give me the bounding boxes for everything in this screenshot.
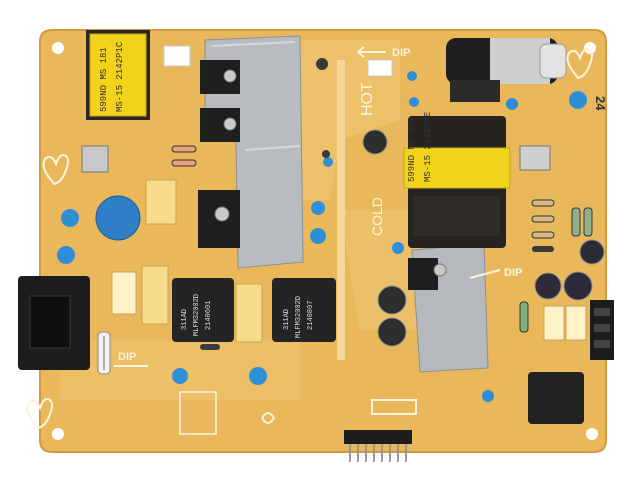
inductor-right: 311AD MLFM32002D 2140807 [272,278,336,342]
electrolytic-capacitors [316,58,605,347]
x-capacitor [145,179,177,225]
inductor-right-label-2: MLFM32002D [295,296,303,338]
x-capacitor [543,305,565,341]
board-number: 24 [593,96,608,111]
hand-warning-icon [26,398,53,430]
dip-label-bottom: DIP [118,351,136,363]
inductor-left-label-2: MLFM32002D [193,294,201,336]
dip-label-top: DIP [392,47,410,59]
transformer-left-label-2: MS-15 2142P1C [115,41,125,112]
mounting-hole [584,42,596,54]
blue-capacitors [57,71,587,402]
mounting-hole [52,428,64,440]
inductor-right-label-1: 311AD [283,309,291,330]
transformer-left-label-1: 599ND MS 181 [99,47,109,112]
isolation-slot [337,60,345,360]
barcode-sticker [367,59,393,77]
common-mode-choke [528,372,584,424]
hand-warning-icon [42,154,69,186]
x-capacitor [141,265,169,325]
x-capacitor [111,271,137,315]
heatsink-secondary [408,243,489,373]
inductor-right-label-3: 2140807 [307,301,315,330]
samsung-logo [261,412,276,424]
x-capacitor [565,305,587,341]
heatsink-main [198,35,304,269]
warning-sticker [163,45,191,67]
transformer-right-label-1: 599ND MS 501 [407,117,417,182]
silkscreen-markings: HOT COLD DIP DIP DIP 24 [114,46,608,435]
resistors [171,145,593,350]
mounting-hole [586,428,598,440]
fuse [97,331,111,375]
cold-label: COLD [369,197,385,236]
x-capacitor [235,283,263,343]
varistor [95,195,141,241]
ac-input-connector [18,276,90,370]
transformer-left: 599ND MS 181 MS-15 2142P1C [86,30,150,120]
output-connector [590,300,614,360]
inductor-left-label-3: 2140601 [205,301,213,330]
hot-label: HOT [359,82,376,116]
hand-warning-icon [566,48,593,80]
inductor-left-label-1: 311AD [181,309,189,330]
thermistor [81,145,109,173]
transformer-right: 599ND MS 501 MS-15 2143P0E [403,112,511,248]
dip-label-right: DIP [504,267,522,279]
pin-header [344,430,412,462]
optocoupler [519,145,551,171]
inductor-left: 311AD MLFM32002D 2140601 [172,278,234,342]
mounting-hole [52,42,64,54]
bulk-capacitor [446,38,567,102]
transformer-right-label-2: MS-15 2143P0E [423,112,433,182]
